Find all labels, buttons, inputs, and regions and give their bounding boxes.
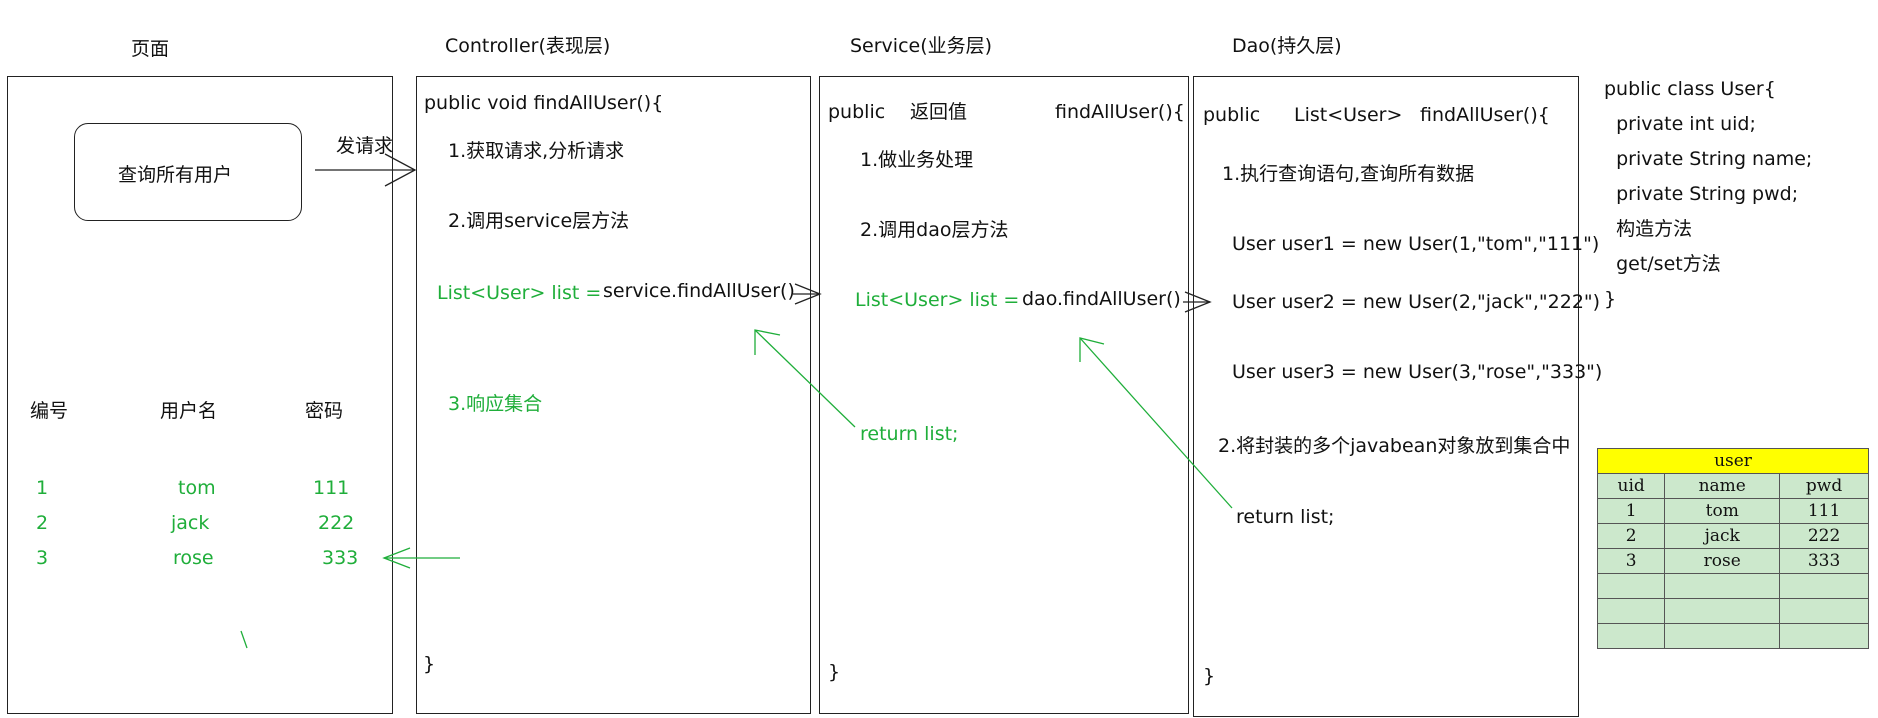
table-cell: rose — [1664, 548, 1781, 574]
user-class-line-3: private String name; — [1604, 148, 1813, 170]
service-public: public — [828, 101, 886, 123]
controller-box — [416, 76, 811, 714]
user-db-table: user uid name pwd 1 tom 111 2 jack 222 3… — [1596, 448, 1869, 649]
row-3-pwd: 333 — [322, 547, 359, 569]
table-row — [1596, 598, 1869, 624]
controller-step2: 2.调用service层方法 — [448, 210, 630, 232]
row-1-name: tom — [178, 477, 216, 499]
return-arrow-dao-to-service — [1079, 337, 1233, 509]
response-arrow-controller-to-page — [382, 547, 460, 569]
user-class-line-1: public class User{ — [1604, 78, 1776, 100]
row-2-pwd: 222 — [318, 512, 355, 534]
user-class-line-7: } — [1604, 288, 1617, 310]
row-3-id: 3 — [36, 547, 49, 569]
service-return: return list; — [860, 423, 959, 445]
query-all-users-label: 查询所有用户 — [118, 164, 233, 186]
table-cell: 3 — [1596, 548, 1666, 574]
service-method: findAllUser(){ — [1055, 101, 1185, 123]
table-cell — [1664, 623, 1781, 649]
service-close: } — [828, 661, 841, 683]
call-arrow-controller-to-service — [793, 283, 822, 305]
table-row — [1596, 573, 1869, 599]
dao-step1: 1.执行查询语句,查询所有数据 — [1222, 163, 1475, 185]
table-cell — [1596, 623, 1666, 649]
service-box — [819, 76, 1189, 714]
controller-signature: public void findAllUser(){ — [424, 92, 664, 114]
dao-public: public — [1203, 104, 1261, 126]
table-cell: 2 — [1596, 523, 1666, 549]
send-request-label: 发请求 — [336, 135, 394, 157]
page-column-title: 页面 — [131, 38, 170, 60]
user-class-line-5: 构造方法 — [1604, 218, 1693, 240]
dao-user2: User user2 = new User(2,"jack","222") — [1232, 291, 1601, 313]
table-cell — [1779, 598, 1869, 624]
controller-step1: 1.获取请求,分析请求 — [448, 140, 625, 162]
controller-close: } — [423, 653, 436, 675]
row-1-id: 1 — [36, 477, 49, 499]
header-password: 密码 — [305, 400, 344, 422]
query-all-users-button[interactable] — [74, 123, 302, 221]
controller-call: service.findAllUser() — [603, 280, 795, 302]
table-cell: jack — [1664, 523, 1781, 549]
request-arrow-page-to-controller — [315, 153, 417, 187]
table-cell — [1596, 573, 1666, 599]
service-return-type: 返回值 — [910, 101, 968, 123]
service-column-title: Service(业务层) — [850, 35, 993, 57]
stray-mark — [240, 630, 248, 649]
table-cell — [1664, 573, 1781, 599]
header-id: 编号 — [30, 400, 69, 422]
table-cell — [1664, 598, 1781, 624]
table-cell: 333 — [1779, 548, 1869, 574]
dao-user3: User user3 = new User(3,"rose","333") — [1232, 361, 1603, 383]
dao-return-type: List<User> — [1294, 104, 1403, 126]
dao-method: findAllUser(){ — [1420, 104, 1550, 126]
user-table-col-name: name — [1664, 473, 1781, 499]
controller-step3: 3.响应集合 — [448, 393, 543, 415]
page-box — [7, 76, 393, 714]
service-call: dao.findAllUser() — [1022, 288, 1181, 310]
dao-box — [1193, 76, 1579, 717]
service-step1: 1.做业务处理 — [860, 149, 974, 171]
table-row — [1596, 623, 1869, 649]
table-row: 1 tom 111 — [1596, 498, 1869, 524]
table-cell — [1596, 598, 1666, 624]
table-cell: 111 — [1779, 498, 1869, 524]
dao-step2: 2.将封装的多个javabean对象放到集合中 — [1218, 435, 1571, 457]
user-class-line-2: private int uid; — [1604, 113, 1756, 135]
row-1-pwd: 111 — [313, 477, 350, 499]
header-username: 用户名 — [160, 400, 218, 422]
row-2-name: jack — [171, 512, 210, 534]
table-cell: 1 — [1596, 498, 1666, 524]
dao-user1: User user1 = new User(1,"tom","111") — [1232, 233, 1600, 255]
service-assign: List<User> list = — [855, 289, 1020, 311]
row-2-id: 2 — [36, 512, 49, 534]
controller-column-title: Controller(表现层) — [445, 35, 611, 57]
user-class-line-4: private String pwd; — [1604, 183, 1799, 205]
return-arrow-service-to-controller — [754, 329, 856, 428]
call-arrow-service-to-dao — [1183, 291, 1212, 313]
user-class-line-6: get/set方法 — [1604, 253, 1721, 275]
dao-close: } — [1203, 665, 1216, 687]
service-step2: 2.调用dao层方法 — [860, 219, 1009, 241]
dao-column-title: Dao(持久层) — [1232, 35, 1342, 57]
dao-return: return list; — [1236, 506, 1335, 528]
table-cell — [1779, 623, 1869, 649]
row-3-name: rose — [173, 547, 214, 569]
controller-assign: List<User> list = — [437, 282, 602, 304]
user-table-col-uid: uid — [1596, 473, 1666, 499]
table-row: 3 rose 333 — [1596, 548, 1869, 574]
